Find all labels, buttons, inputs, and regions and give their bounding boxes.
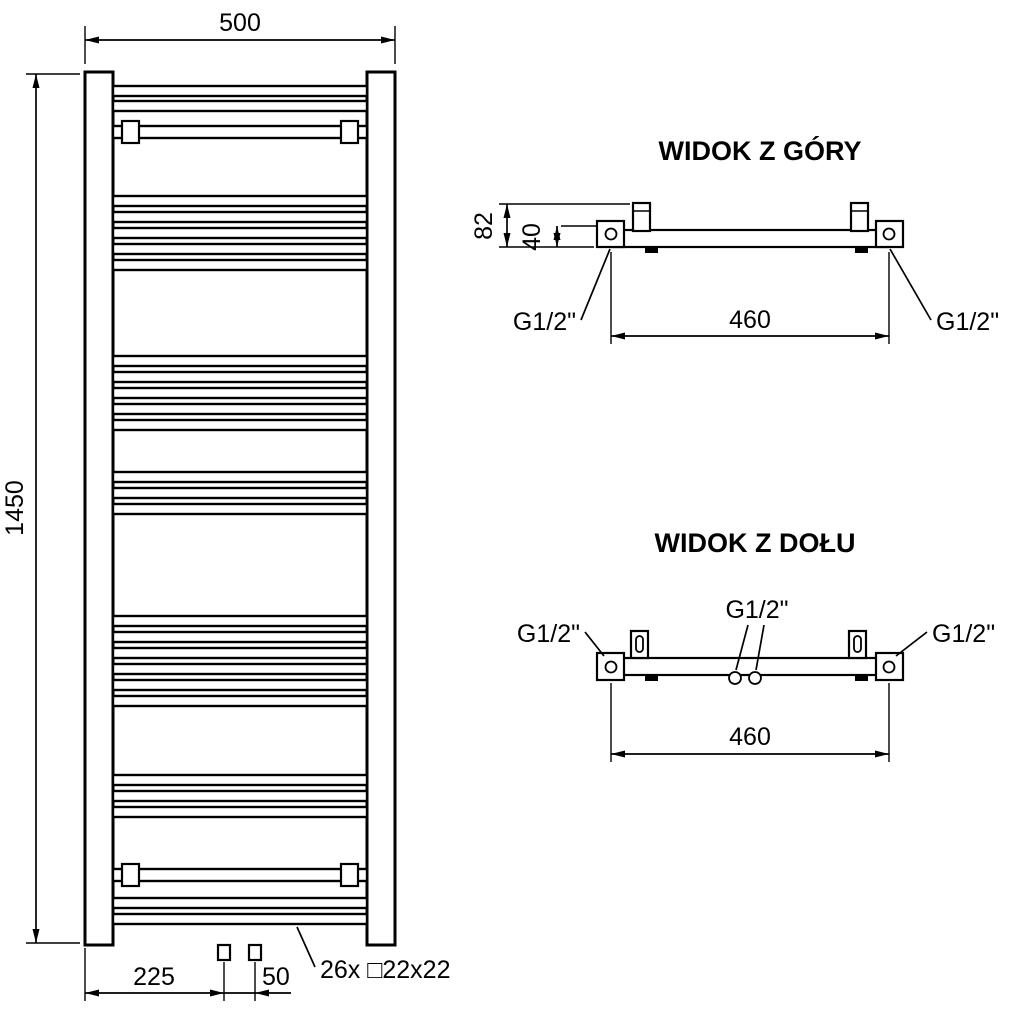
rung: [111, 912, 369, 926]
rung: [111, 258, 369, 272]
bottom-mounting-bracket: [111, 862, 369, 888]
depth-label: 82: [470, 212, 498, 240]
rung: [111, 470, 369, 484]
top-view: WIDOK Z GÓRY 82 40: [470, 135, 999, 344]
top-view-title: WIDOK Z GÓRY: [659, 135, 862, 166]
bracket-bar: [111, 124, 369, 140]
bracket-clip: [120, 119, 141, 145]
center-thread-label-group: G1/2": [725, 596, 789, 671]
bracket-foot: [855, 675, 868, 681]
bracket-clip: [339, 119, 360, 145]
depth-dimension: 82: [470, 203, 630, 248]
rung: [111, 486, 369, 500]
leader-line: [580, 248, 611, 321]
rung: [111, 99, 369, 113]
left-collector: [83, 70, 115, 947]
bracket-clip: [339, 862, 360, 888]
tube-note: 26x □22x22: [296, 926, 450, 984]
rung: [111, 789, 369, 803]
rung: [111, 678, 369, 692]
leader-line: [735, 624, 749, 671]
pipe-spacing-label: 50: [262, 963, 290, 991]
right-thread-hole: [882, 660, 896, 674]
bottom-view: WIDOK Z DOŁU G1/2" G1/2" G1/2": [517, 528, 995, 762]
pipe-offset-label: 225: [133, 963, 175, 991]
top-connection-spacing-dimension: 460: [610, 252, 890, 344]
rung: [111, 773, 369, 787]
bottom-dimensions: 225 50: [84, 948, 291, 1001]
thread-right-label: G1/2": [936, 308, 999, 336]
leader-line: [584, 631, 605, 657]
height-dimension: 1450: [1, 73, 80, 944]
right-thread-hole: [882, 227, 896, 241]
axis-offset-label: 40: [518, 223, 546, 251]
leader-line: [889, 248, 932, 321]
leader-line: [296, 926, 316, 968]
center-thread-hole: [728, 671, 742, 685]
top-view-bar: [610, 228, 890, 249]
rung: [111, 370, 369, 384]
thread-left-label: G1/2": [517, 620, 580, 648]
bracket-foot: [645, 247, 658, 253]
connection-spacing-label: 460: [729, 723, 771, 751]
top-mounting-bracket: [111, 119, 369, 145]
rung: [111, 662, 369, 676]
bracket-foot: [855, 247, 868, 253]
rung: [111, 386, 369, 400]
wall-bracket: [631, 201, 652, 233]
bottom-thread-labels: G1/2" G1/2": [517, 620, 995, 657]
rung: [111, 614, 369, 628]
rung: [111, 896, 369, 910]
bracket-bar: [111, 867, 369, 883]
bracket-slot: [853, 635, 862, 653]
center-thread-hole: [748, 671, 762, 685]
top-thread-labels: G1/2" G1/2": [513, 248, 999, 336]
bottom-view-bar: [610, 656, 890, 677]
leader-line: [895, 631, 928, 657]
front-view: 500 1450: [1, 9, 450, 1001]
bracket-slot: [635, 635, 644, 653]
bracket-foot: [645, 675, 658, 681]
left-thread-hole: [604, 660, 618, 674]
axis-offset-dimension: 40: [518, 223, 598, 251]
rung: [111, 84, 369, 98]
thread-center-label: G1/2": [725, 596, 788, 624]
tube-note-label: 26x □22x22: [320, 956, 450, 984]
thread-left-label: G1/2": [513, 308, 576, 336]
rung: [111, 630, 369, 644]
leader-line: [755, 624, 765, 671]
rung: [111, 805, 369, 819]
rung: [111, 226, 369, 240]
width-dimension: 500: [84, 9, 396, 64]
rung: [111, 242, 369, 256]
rung: [111, 210, 369, 224]
wall-bracket: [849, 201, 870, 233]
connection-stub: [216, 943, 232, 962]
left-thread-hole: [604, 227, 618, 241]
rung: [111, 694, 369, 708]
connection-stub: [247, 943, 263, 962]
height-dimension-label: 1450: [1, 480, 29, 536]
rung: [111, 646, 369, 660]
rung: [111, 418, 369, 432]
rung: [111, 502, 369, 516]
right-fitting: [874, 219, 905, 249]
bracket-clip: [120, 862, 141, 888]
thread-right-label: G1/2": [932, 620, 995, 648]
bottom-connection-spacing-dimension: 460: [610, 683, 890, 762]
rung: [111, 194, 369, 208]
radiator-rungs: [111, 84, 369, 926]
width-dimension-label: 500: [219, 9, 261, 37]
bottom-connections: [216, 943, 263, 962]
connection-spacing-label: 460: [729, 306, 771, 334]
rung: [111, 354, 369, 368]
right-collector: [365, 70, 397, 947]
bottom-view-title: WIDOK Z DOŁU: [655, 528, 856, 558]
rung: [111, 402, 369, 416]
